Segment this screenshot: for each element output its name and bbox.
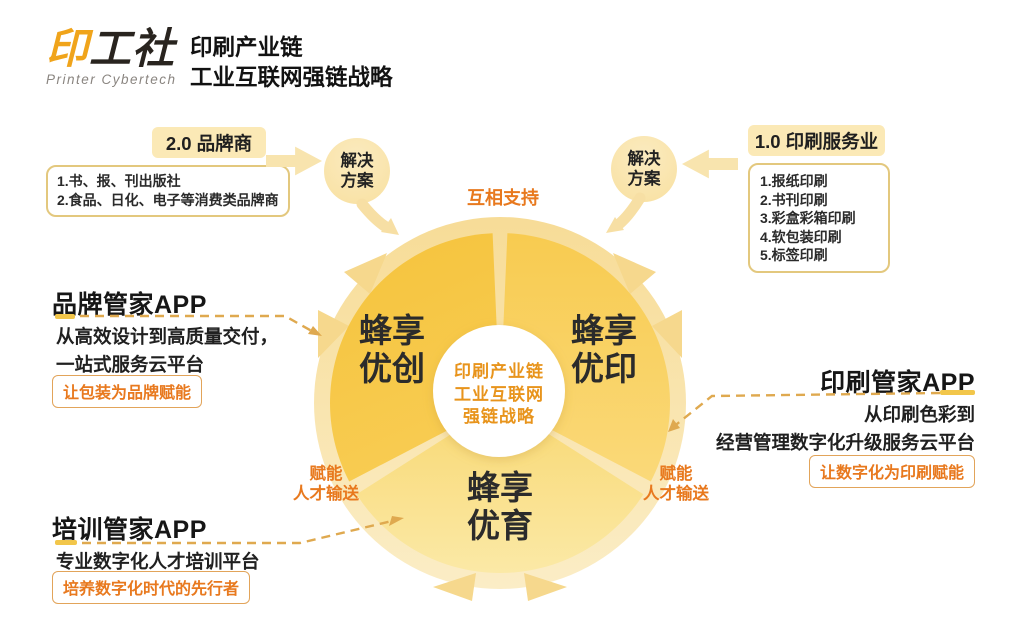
bubble-connector-left	[356, 198, 392, 233]
print-app-desc-line2: 经营管理数字化升级服务云平台	[715, 432, 975, 453]
list-item: 2.书刊印刷	[760, 191, 828, 208]
training-app-tag: 培养数字化时代的先行者	[52, 571, 251, 604]
brand-pill: 2.0 品牌商	[152, 127, 266, 158]
solution-bubble-right-line1: 解决	[627, 150, 661, 168]
list-item: 1.报纸印刷	[760, 173, 828, 189]
brand-app-tag-wrap: 让包装为品牌赋能	[52, 375, 203, 408]
list-item: 3.彩盒彩箱印刷	[760, 210, 856, 226]
list-item: 4.软包装印刷	[760, 228, 842, 245]
rotation-arrow-icon	[652, 310, 682, 358]
logo-gold-character: 印	[46, 25, 90, 72]
rotation-arrow-icon	[433, 573, 476, 601]
training-app-tag-wrap: 培养数字化时代的先行者	[52, 571, 251, 604]
cycle-diagram: 印刷产业链 工业互联网 强链战略 蜂享 优创 蜂享 优印 蜂享 优育	[314, 192, 686, 601]
solution-bubble-right-line2: 方案	[627, 170, 661, 188]
print-app-tag: 让数字化为印刷赋能	[808, 455, 975, 488]
page-title-line2: 工业互联网强链战略	[190, 65, 393, 90]
brand-app-desc-line2: 一站式服务云平台	[56, 354, 205, 375]
print-app-tag-wrap: 让数字化为印刷赋能	[808, 455, 975, 488]
list-item: 5.标签印刷	[760, 247, 828, 263]
talent-feed-right: 赋能 人才输送	[633, 464, 719, 504]
rotation-arrow-icon	[613, 253, 656, 294]
solution-bubble-left-line1: 解决	[340, 152, 374, 170]
talent-feed-left: 赋能 人才输送	[283, 464, 369, 504]
hub-line3: 强链战略	[463, 406, 535, 426]
brand-app-title: 品牌管家APP	[52, 291, 207, 319]
training-app-desc: 专业数字化人才培训平台	[56, 551, 260, 572]
training-app-title: 培训管家APP	[52, 516, 207, 544]
list-item: 2.食品、日化、电子等消费类品牌商	[57, 192, 279, 208]
rotation-arrow-icon	[318, 310, 349, 358]
segment-bottom	[356, 403, 644, 573]
segment-right-label-line2: 优印	[571, 350, 637, 387]
page-title: 印刷产业链 工业互联网强链战略	[190, 33, 393, 93]
bubble-connector-right-arrow-icon	[606, 217, 624, 233]
talent-feed-left-line1: 赋能	[309, 465, 343, 483]
list-item: 1.书、报、刊出版社	[57, 173, 181, 189]
rotation-arrow-icon	[344, 253, 387, 294]
brand-list: 1.书、报、刊出版社 2.食品、日化、电子等消费类品牌商	[46, 165, 290, 217]
arrow-left-icon	[682, 149, 738, 179]
brand-app-desc: 从高效设计到高质量交付， 一站式服务云平台	[56, 323, 278, 379]
brand-app-desc-line1: 从高效设计到高质量交付，	[56, 326, 279, 347]
bubble-connector-right	[612, 192, 646, 231]
print-app-desc-line1: 从印刷色彩到	[863, 404, 975, 425]
print-app-desc: 从印刷色彩到 经营管理数字化升级服务云平台	[716, 401, 975, 457]
segment-bottom-label-line1: 蜂享	[467, 469, 533, 506]
hub-line2: 工业互联网	[454, 385, 544, 404]
brand-app-tag: 让包装为品牌赋能	[52, 375, 203, 408]
print-list: 1.报纸印刷 2.书刊印刷 3.彩盒彩箱印刷 4.软包装印刷 5.标签印刷	[748, 163, 890, 273]
bubble-connector-left-arrow-icon	[381, 218, 399, 235]
hub-circle	[433, 325, 565, 457]
page-title-line1: 印刷产业链	[190, 35, 303, 60]
print-pill: 1.0 印刷服务业	[748, 125, 885, 156]
logo: 印工社 Printer Cybertech	[46, 26, 177, 88]
segment-left-label-line1: 蜂享	[359, 312, 425, 349]
mutual-support-label: 互相支持	[467, 188, 539, 208]
solution-bubble-left: 解决 方案	[324, 138, 390, 204]
solution-bubble-left-line2: 方案	[340, 172, 374, 190]
solution-bubble-right: 解决 方案	[611, 136, 677, 202]
segment-right-label-line1: 蜂享	[571, 312, 637, 349]
segment-bottom-label-line2: 优育	[467, 507, 533, 544]
hub-line1: 印刷产业链	[454, 361, 544, 381]
logo-wordmark: 印工社	[46, 26, 177, 72]
talent-feed-left-line2: 人才输送	[293, 485, 359, 503]
rotation-arrow-icon	[524, 573, 567, 601]
talent-feed-right-line2: 人才输送	[643, 485, 709, 503]
talent-feed-right-line1: 赋能	[659, 465, 693, 483]
logo-dark-characters: 工社	[89, 25, 176, 72]
segment-left-label-line2: 优创	[359, 350, 425, 387]
logo-subtitle: Printer Cybertech	[46, 72, 177, 87]
print-app-title: 印刷管家APP	[820, 369, 975, 397]
